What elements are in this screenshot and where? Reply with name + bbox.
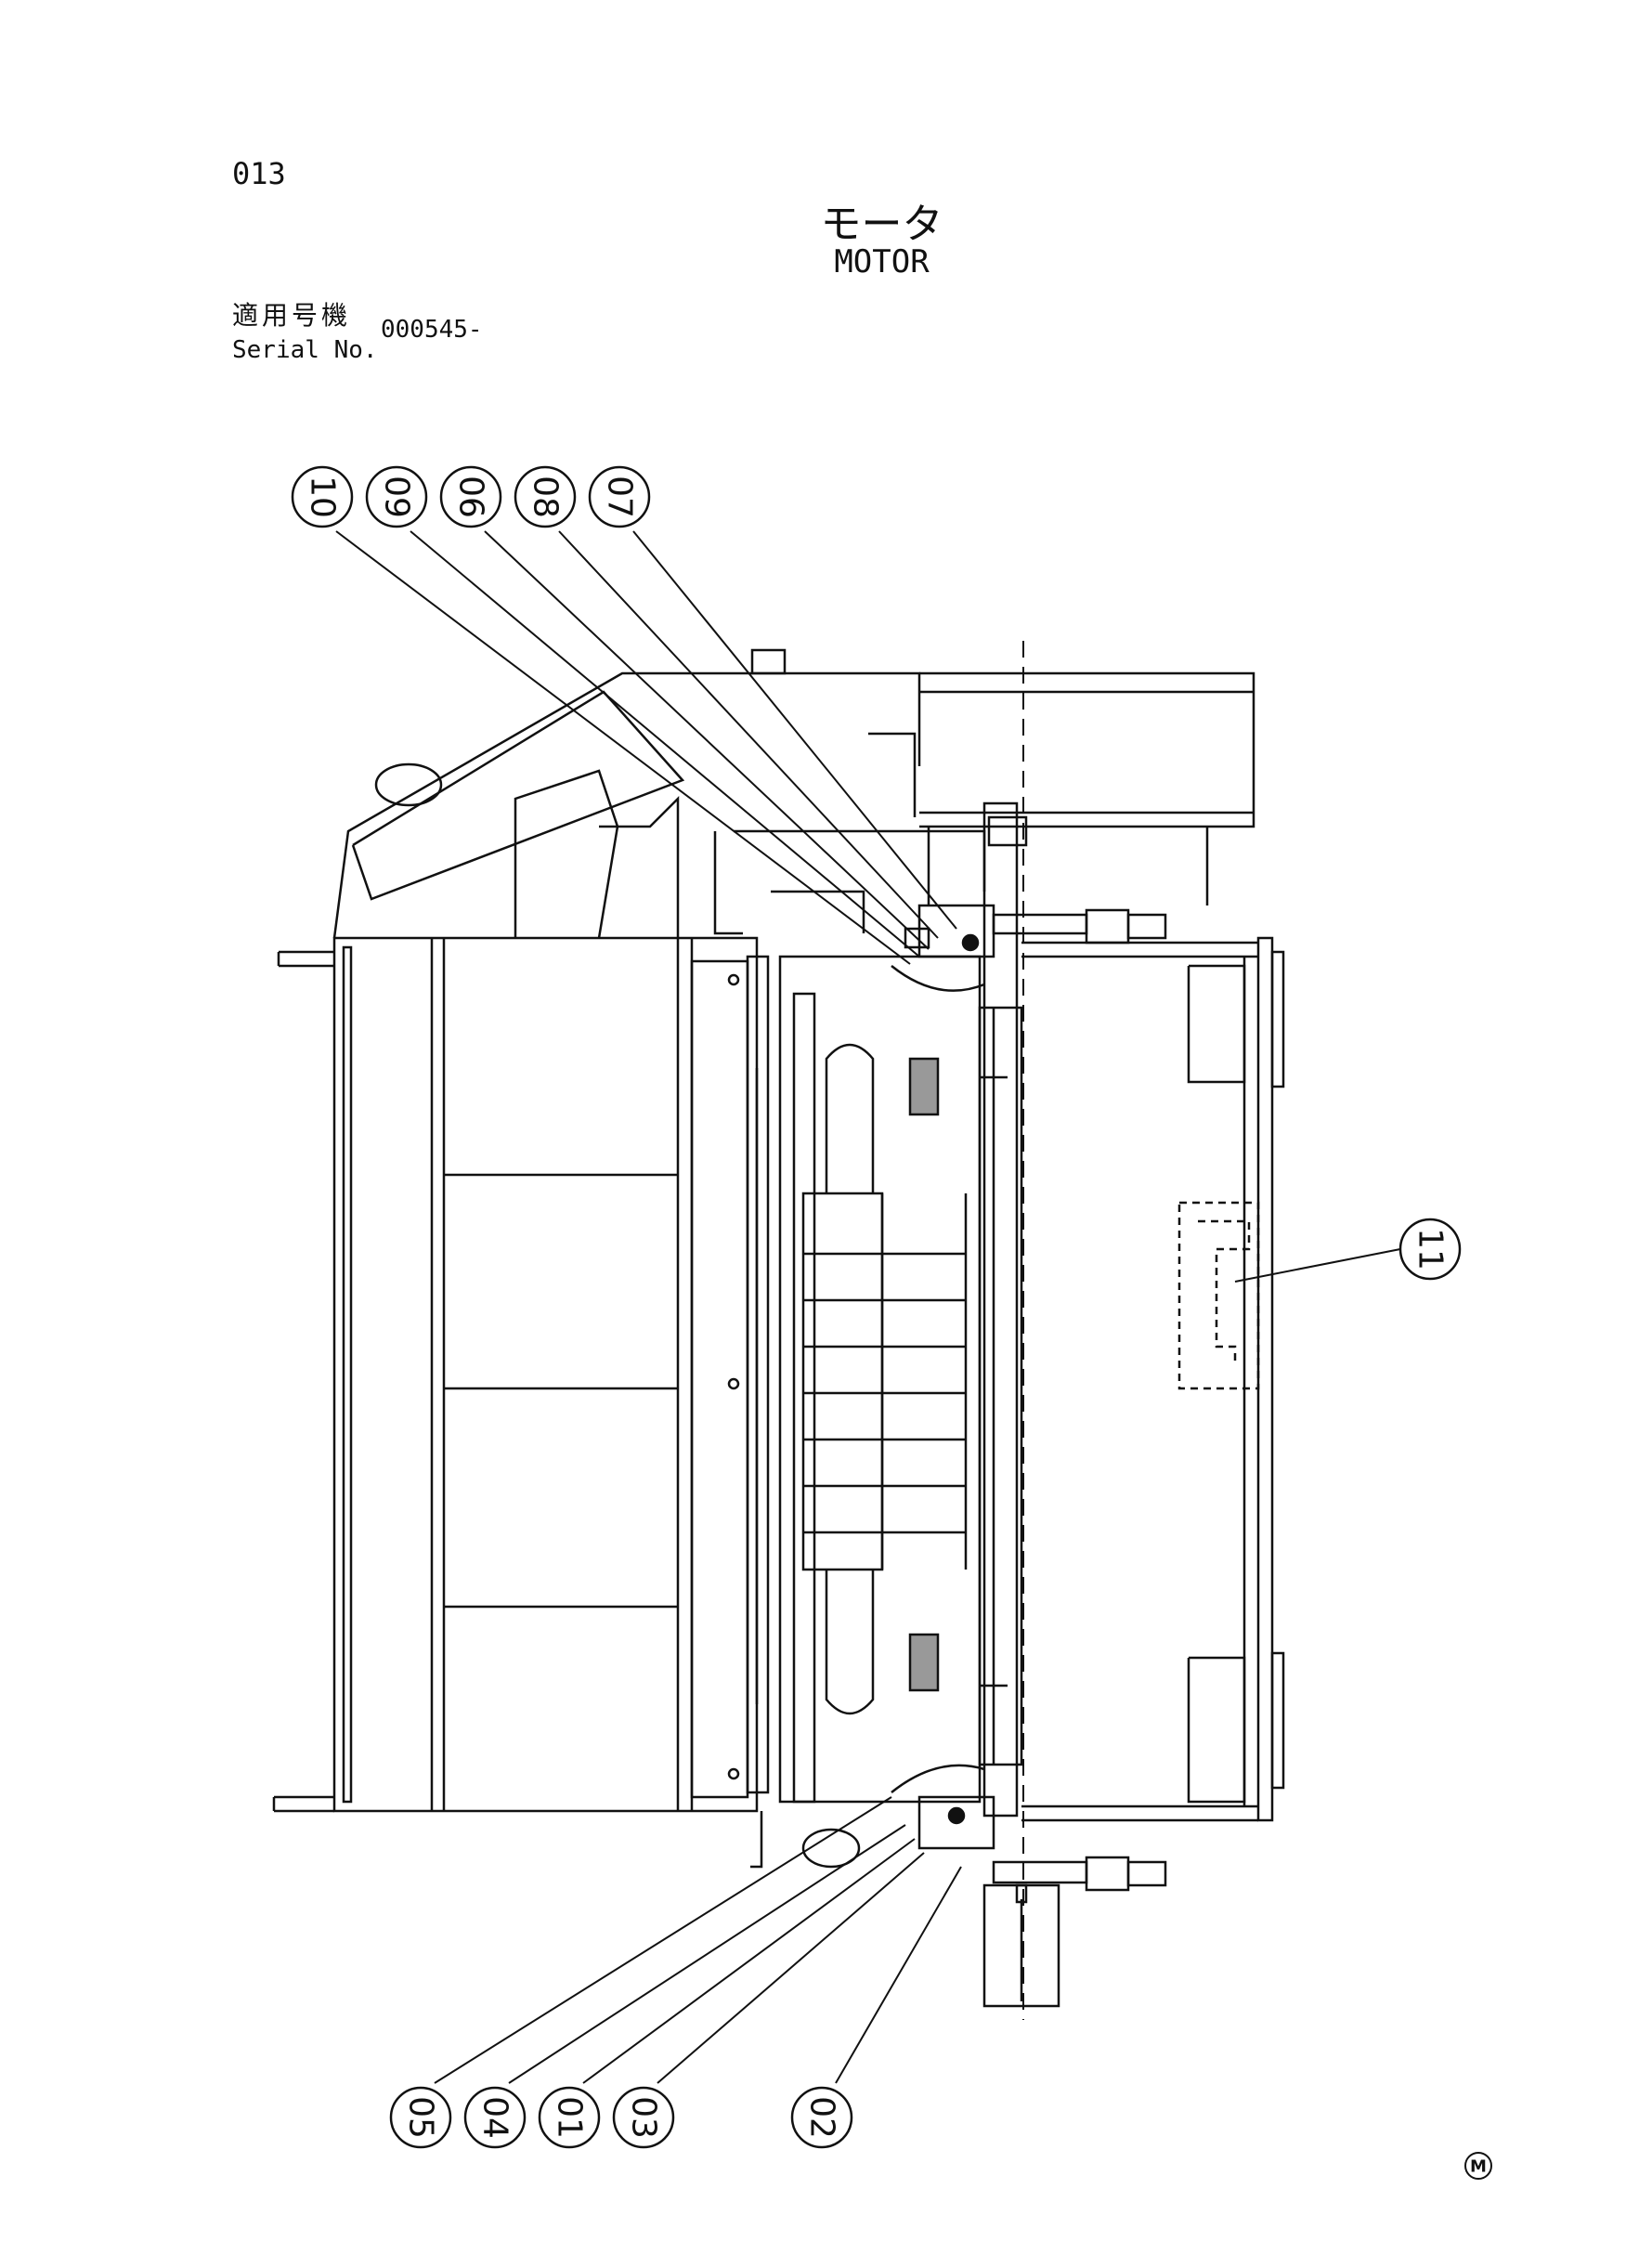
serial-number-value: 000545-: [381, 316, 483, 344]
svg-text:02: 02: [803, 2096, 841, 2139]
title-english: MOTOR: [834, 243, 930, 280]
svg-text:06: 06: [452, 476, 490, 518]
callout-10: 10: [291, 465, 354, 528]
svg-text:07: 07: [601, 476, 639, 518]
svg-text:11: 11: [1411, 1228, 1450, 1270]
bearing-bracket-bottom: [750, 1764, 1167, 2008]
callout-04: 04: [463, 2086, 527, 2149]
leader-lines: [335, 530, 1401, 2084]
shaft-and-frame: [978, 641, 1285, 2020]
callout-07: 07: [588, 465, 651, 528]
bearing-bracket-top: [891, 904, 1167, 992]
left-housing: [272, 936, 770, 1813]
callout-01: 01: [538, 2086, 601, 2149]
callout-05: 05: [389, 2086, 452, 2149]
serial-label-japanese: 適用号機: [232, 300, 352, 331]
top-cover: [332, 648, 1255, 939]
callout-09: 09: [365, 465, 428, 528]
svg-text:05: 05: [402, 2096, 440, 2139]
callout-02: 02: [790, 2086, 853, 2149]
page-number: 013: [232, 156, 286, 191]
callout-08: 08: [514, 465, 577, 528]
title-japanese: モータ: [820, 201, 943, 248]
svg-text:08: 08: [527, 476, 565, 518]
svg-text:10: 10: [304, 476, 342, 518]
serial-label-english: Serial No.: [232, 336, 378, 364]
footer-mark-icon: M: [1464, 2152, 1492, 2180]
svg-text:M: M: [1470, 2157, 1487, 2177]
callout-03: 03: [612, 2086, 675, 2149]
rotor-stator-core: [778, 955, 1008, 1804]
svg-text:09: 09: [378, 476, 416, 518]
svg-text:04: 04: [476, 2096, 514, 2139]
callout-06: 06: [439, 465, 502, 528]
callout-11: 11: [1398, 1218, 1462, 1281]
svg-text:01: 01: [551, 2096, 589, 2139]
svg-text:03: 03: [625, 2096, 663, 2139]
